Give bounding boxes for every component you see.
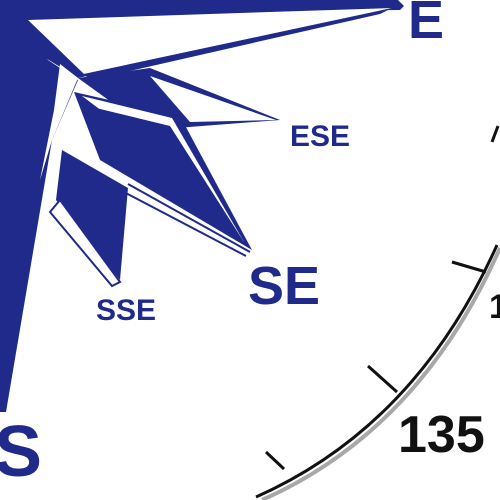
east-arm-highlight-edge	[84, 8, 392, 80]
partial-degree-glyph: 1	[489, 288, 500, 326]
ese-point-highlight	[150, 76, 276, 122]
label-ese: ESE	[290, 120, 350, 153]
dial-arc-shadow	[261, 247, 500, 500]
label-east: E	[408, 0, 444, 50]
east-arm-highlight	[28, 8, 392, 74]
se-outline	[123, 191, 247, 257]
se-outline	[127, 183, 251, 253]
dial-tick	[490, 125, 500, 143]
sse-point	[56, 150, 128, 280]
se-point-dark-half	[96, 108, 244, 242]
degree-label-135: 135	[398, 406, 485, 464]
south-point-highlight	[40, 64, 78, 180]
dial-tick	[366, 364, 399, 394]
dial-tick	[451, 260, 487, 274]
dial-tick	[264, 450, 286, 471]
label-se: SE	[248, 256, 320, 316]
se-sse-gap	[98, 162, 240, 244]
label-south: S	[0, 412, 42, 492]
label-sse: SSE	[96, 294, 156, 327]
sse-point-highlight	[48, 198, 122, 288]
dial-arc	[255, 244, 499, 499]
